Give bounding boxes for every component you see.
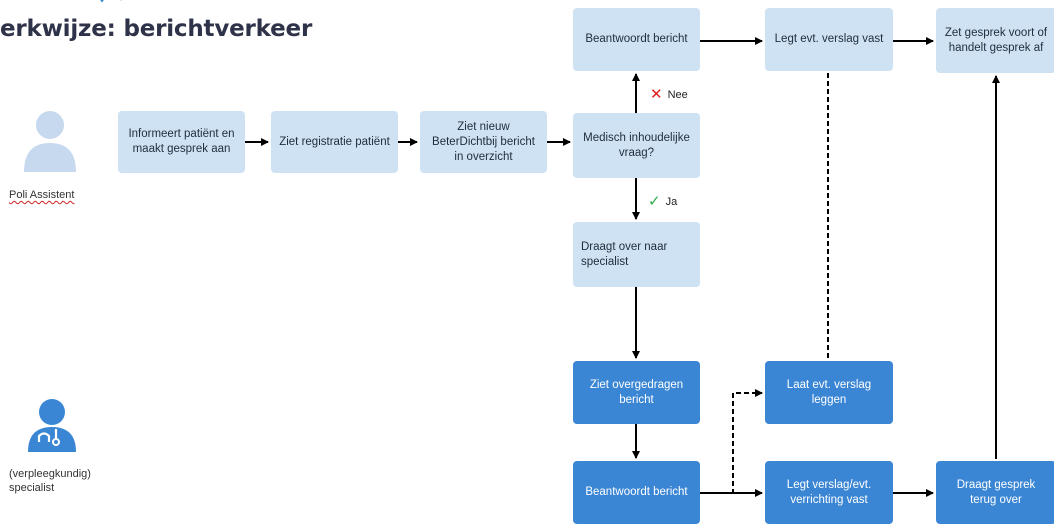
edge-label-nee-text: Nee [667, 88, 688, 101]
node-legt-verslag-top: Legt evt. verslag vast [765, 8, 893, 71]
page-title: erkwijze: berichtverkeer [0, 16, 313, 42]
specialist-avatar-icon [28, 399, 76, 452]
poli-assistent-avatar-icon [24, 111, 76, 172]
node-beantwoordt-top: Beantwoordt bericht [573, 8, 700, 71]
edge-label-ja-text: Ja [665, 195, 678, 208]
edge-label-nee: ✕ Nee [650, 87, 688, 102]
node-beantwoordt-bottom: Beantwoordt bericht [573, 461, 700, 524]
edge-beantwoordt-bottom-to-laat-verslag [700, 389, 763, 494]
specialist-label-line2: specialist [9, 482, 55, 494]
node-ziet-overgedragen: Ziet overgedragen bericht [573, 361, 700, 424]
node-laat-verslag: Laat evt. verslag leggen [765, 361, 893, 424]
node-legt-verslag-bottom: Legt verslag/evt. verrichting vast [765, 461, 893, 524]
node-ziet-registratie: Ziet registratie patiënt [271, 111, 398, 173]
node-ziet-nieuw: Ziet nieuw BeterDichtbij bericht in over… [420, 111, 547, 173]
cross-icon: ✕ [650, 86, 663, 103]
node-draagt-terug: Draagt gesprek terug over [936, 461, 1054, 524]
node-informeert: Informeert patiënt en maakt gesprek aan [118, 111, 245, 173]
checkmark-icon: ✓ [648, 193, 661, 210]
poli-assistent-label: Poli Assistent [9, 189, 75, 201]
node-draagt-over: Draagt over naar specialist [573, 222, 700, 287]
edge-label-ja: ✓ Ja [648, 194, 677, 209]
specialist-label-line1: (verpleegkundig) [9, 468, 91, 480]
node-medisch-vraag: Medisch inhoudelijke vraag? [573, 113, 700, 178]
node-zet-gesprek: Zet gesprek voort of handelt gesprek af [936, 8, 1054, 73]
